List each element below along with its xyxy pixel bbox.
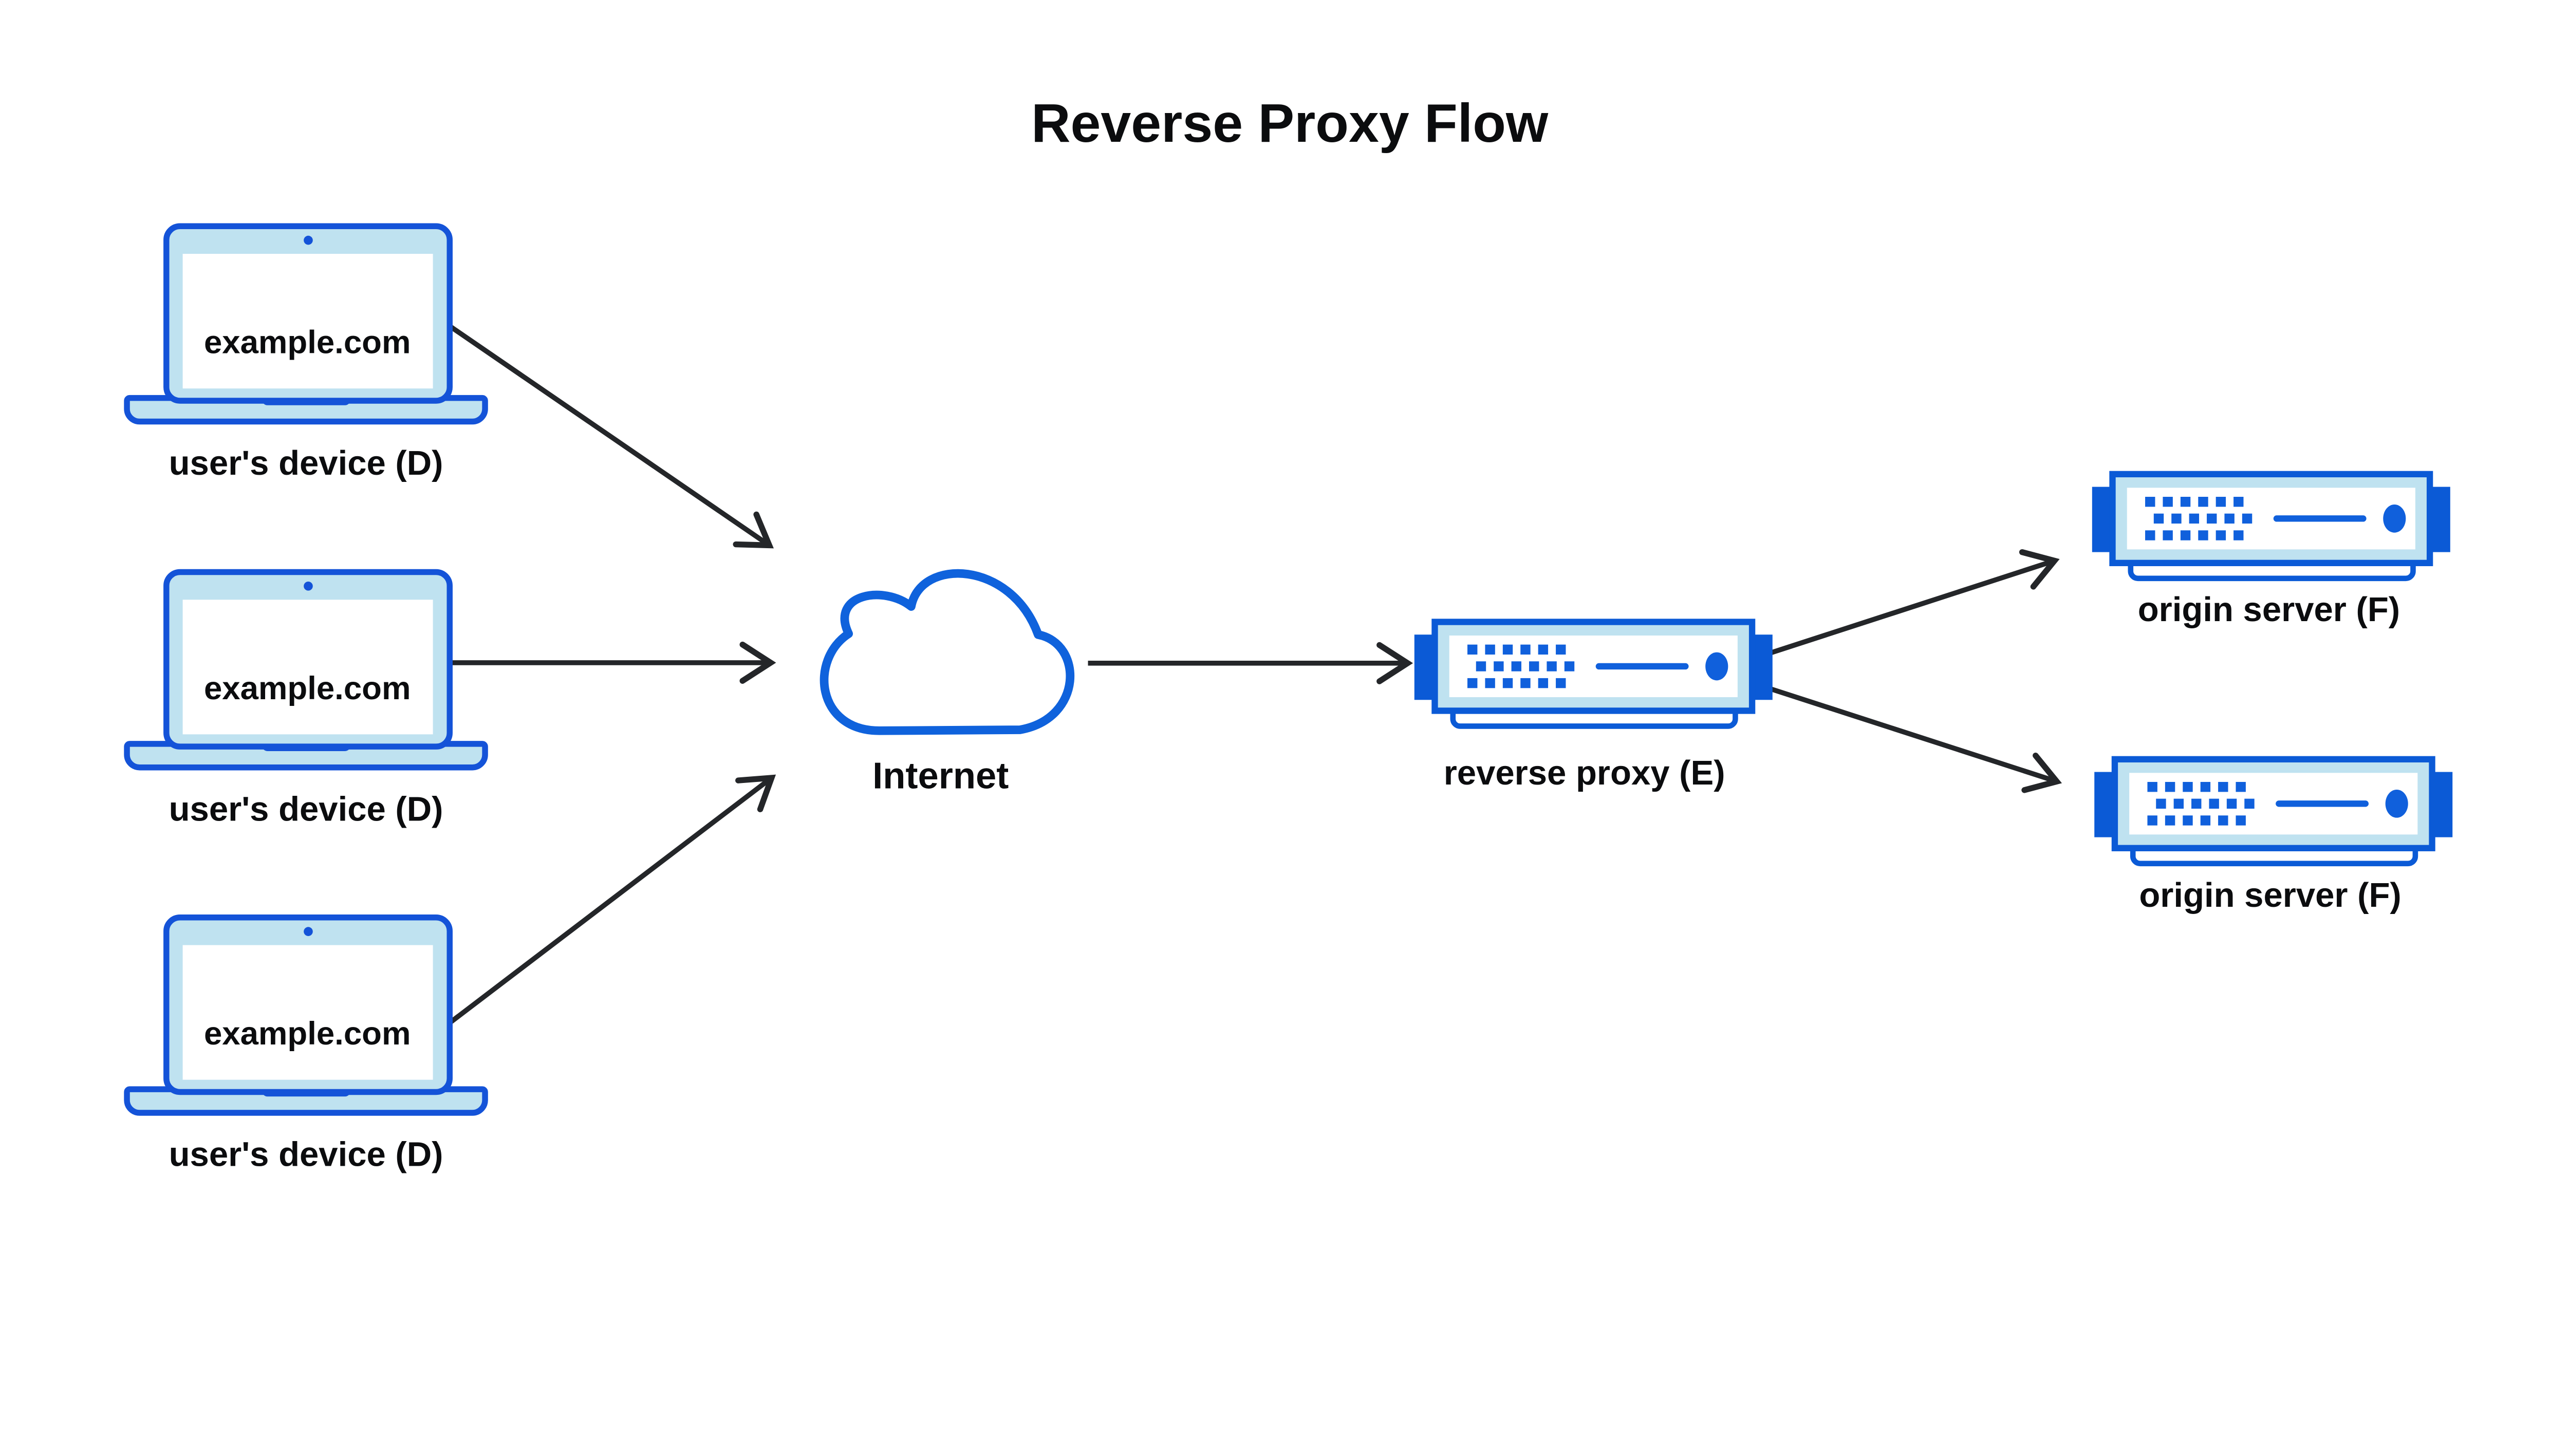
cloud-icon xyxy=(820,569,1075,735)
node-user-device-2: example.com user's device (D) xyxy=(127,572,485,828)
device-label: user's device (D) xyxy=(169,1135,443,1174)
server-icon xyxy=(2094,759,2452,864)
reverse-proxy-flow-diagram: Reverse Proxy Flow example.com user's de… xyxy=(124,92,2456,1174)
node-internet: Internet xyxy=(820,569,1075,796)
arrow-proxy-to-origin2 xyxy=(1759,683,2062,793)
diagram-canvas: Reverse Proxy Flow example.com user's de… xyxy=(124,92,2456,1174)
page-title: Reverse Proxy Flow xyxy=(1031,93,1549,154)
device-screen-text: example.com xyxy=(204,324,411,361)
arrow-device3-to-internet xyxy=(447,774,776,1026)
node-origin-server-2: origin server (F) xyxy=(2094,759,2452,914)
internet-label: Internet xyxy=(872,755,1009,796)
device-screen-text: example.com xyxy=(204,1015,411,1052)
server-icon xyxy=(2092,474,2450,578)
device-screen-text: example.com xyxy=(204,670,411,706)
arrow-proxy-to-origin1 xyxy=(1759,549,2060,659)
node-user-device-1: example.com user's device (D) xyxy=(127,226,485,482)
server-icon xyxy=(1414,622,1773,726)
node-user-device-3: example.com user's device (D) xyxy=(127,918,485,1174)
connection-arrows xyxy=(447,323,2062,1026)
origin-server-label: origin server (F) xyxy=(2138,590,2400,629)
reverse-proxy-label: reverse proxy (E) xyxy=(1444,754,1725,792)
device-label: user's device (D) xyxy=(169,790,443,828)
node-origin-server-1: origin server (F) xyxy=(2092,474,2450,629)
node-reverse-proxy: reverse proxy (E) xyxy=(1414,622,1773,792)
arrow-device1-to-internet xyxy=(447,323,774,549)
origin-server-label: origin server (F) xyxy=(2139,876,2401,914)
device-label: user's device (D) xyxy=(169,444,443,482)
